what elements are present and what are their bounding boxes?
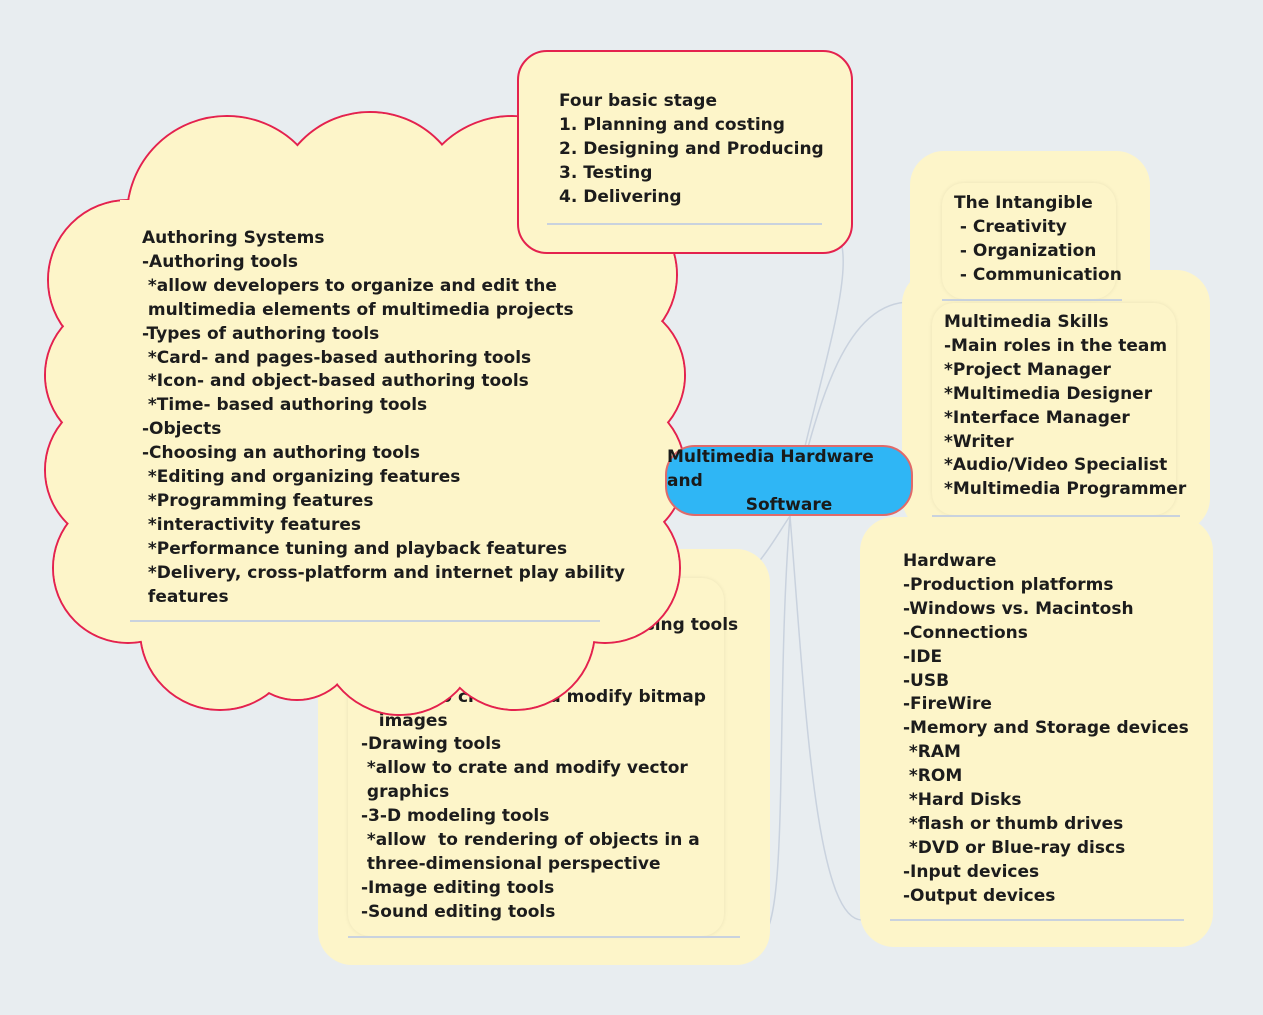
hardware-line: Hardware <box>903 551 997 571</box>
central-topic-line2: Software <box>745 494 833 515</box>
authoring-line: multimedia elements of multimedia projec… <box>142 299 574 320</box>
hardware-line: -Production platforms <box>903 574 1114 595</box>
skills-underline <box>932 515 1180 517</box>
hardware-line: *RAM <box>903 742 961 763</box>
intangible-text[interactable]: The Intangible - Creativity - Organizati… <box>954 192 1122 288</box>
hardware-line: -IDE <box>903 646 943 667</box>
software-line: -Sound editing tools <box>361 901 556 922</box>
authoring-line: -Objects <box>142 419 222 440</box>
authoring-line: features <box>142 586 229 607</box>
skills-line: *Multimedia Programmer <box>944 479 1187 500</box>
skills-node-card <box>932 303 1176 515</box>
intangible-node-card <box>942 183 1116 299</box>
hardware-line: -USB <box>903 670 950 691</box>
authoring-line: *Delivery, cross-platform and internet p… <box>142 562 625 583</box>
software-line: *allow to rendering of objects in a <box>361 830 700 851</box>
hardware-line: -Connections <box>903 622 1028 643</box>
software-line: three-dimensional perspective <box>361 853 661 874</box>
hardware-line: *flash or thumb drives <box>903 813 1124 834</box>
authoring-line: *Programming features <box>142 490 374 511</box>
authoring-line: -Choosing an authoring tools <box>142 443 420 464</box>
authoring-line: *Card- and pages-based authoring tools <box>142 347 532 368</box>
hardware-underline <box>890 919 1184 921</box>
hardware-line: *DVD or Blue-ray discs <box>903 837 1126 858</box>
stages-line: 2. Designing and Producing <box>559 138 824 159</box>
hardware-node-bg <box>860 517 1213 947</box>
intangible-underline <box>942 299 1122 301</box>
skills-text[interactable]: Multimedia Skills -Main roles in the team… <box>944 311 1186 502</box>
hardware-line: -Windows vs. Macintosh <box>903 598 1134 619</box>
software-line: *allow to crate and modify vector <box>361 758 688 779</box>
hardware-line: *ROM <box>903 766 963 787</box>
connector-to-hardware <box>789 515 863 921</box>
hardware-line: -FireWire <box>903 694 992 715</box>
authoring-line: *Time- based authoring tools <box>142 395 428 416</box>
software-line: -Drawing tools <box>361 734 502 755</box>
central-topic[interactable]: Multimedia Hardware and Software <box>665 445 913 516</box>
intangible-line: - Communication <box>954 264 1122 285</box>
hardware-line: -Output devices <box>903 885 1056 906</box>
authoring-line: *Editing and organizing features <box>142 467 461 488</box>
authoring-line: *Icon- and object-based authoring tools <box>142 371 529 392</box>
software-line: -Image editing tools <box>361 877 555 898</box>
authoring-line: -Authoring tools <box>142 251 299 272</box>
stages-line: 4. Delivering <box>559 186 682 207</box>
skills-line: -Main roles in the team <box>944 335 1168 356</box>
authoring-text[interactable]: Authoring Systems -Authoring tools *allow… <box>142 227 625 610</box>
intangible-line: The Intangible <box>954 193 1093 213</box>
skills-line: Multimedia Skills <box>944 312 1109 332</box>
authoring-underline <box>130 620 600 622</box>
stages-line: 3. Testing <box>559 162 653 183</box>
authoring-line: *allow developers to organize and edit t… <box>142 275 557 296</box>
stages-line: Four basic stage <box>559 91 718 111</box>
stages-underline <box>547 223 822 225</box>
authoring-line: -Types of authoring tools <box>142 323 380 344</box>
intangible-line: - Creativity <box>954 216 1067 237</box>
intangible-line: - Organization <box>954 240 1097 261</box>
skills-line: *Writer <box>944 431 1014 452</box>
skills-line: *Project Manager <box>944 359 1111 380</box>
hardware-text[interactable]: Hardware -Production platforms -Windows vs… <box>903 550 1189 909</box>
hardware-line: *Hard Disks <box>903 790 1022 811</box>
central-topic-line1: Multimedia Hardware and <box>667 446 874 491</box>
stages-text[interactable]: Four basic stage 1. Planning and costing 2… <box>559 90 824 210</box>
authoring-line: *interactivity features <box>142 514 361 535</box>
software-line: -3-D modeling tools <box>361 806 550 827</box>
hardware-line: -Input devices <box>903 861 1040 882</box>
software-underline <box>348 936 740 938</box>
skills-line: *Multimedia Designer <box>944 383 1153 404</box>
stages-line: 1. Planning and costing <box>559 114 785 135</box>
authoring-line: Authoring Systems <box>142 228 325 248</box>
authoring-line: *Performance tuning and playback feature… <box>142 538 568 559</box>
skills-line: *Interface Manager <box>944 407 1130 428</box>
skills-line: *Audio/Video Specialist <box>944 455 1168 476</box>
hardware-line: -Memory and Storage devices <box>903 718 1189 739</box>
software-line: graphics <box>361 782 450 803</box>
stages-node <box>517 50 853 254</box>
